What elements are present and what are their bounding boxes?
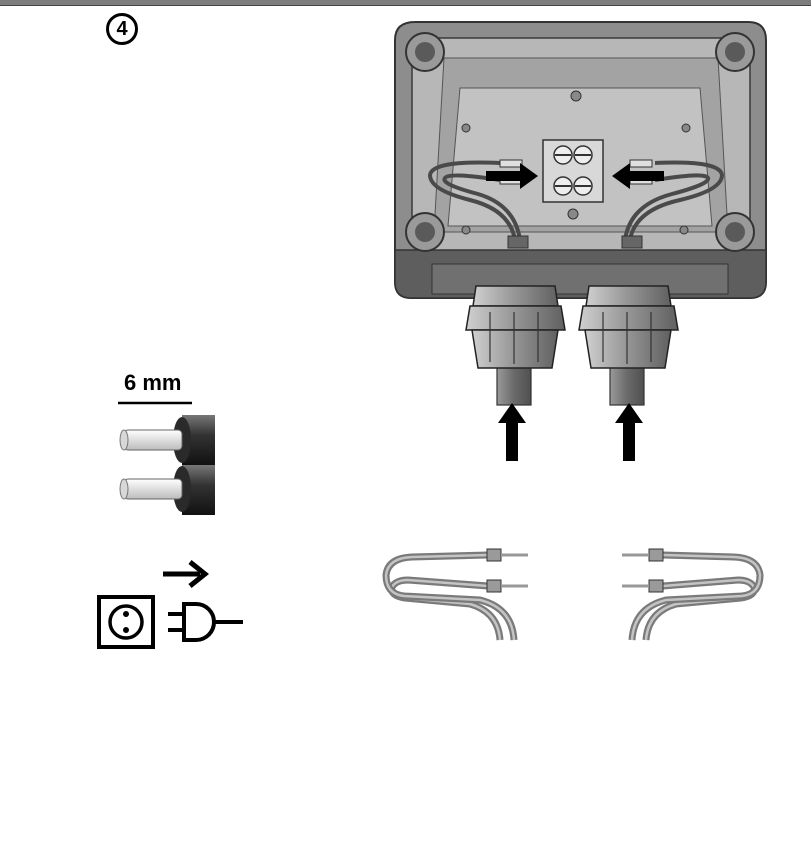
arrow-left-icon <box>612 163 664 189</box>
prepared-cable-right <box>622 548 764 718</box>
arrow-up-icon <box>615 403 643 461</box>
wall-socket-icon <box>97 595 155 649</box>
arrow-right-icon <box>486 163 538 189</box>
step-number-badge: 4 <box>106 13 138 45</box>
step-number: 4 <box>116 18 128 40</box>
terminal-block <box>542 139 604 220</box>
top-rule <box>0 0 811 6</box>
arrow-right-icon <box>163 560 210 588</box>
arrow-up-icon <box>498 403 526 461</box>
strip-length-label: 6 mm <box>124 370 182 395</box>
cable-gland-left <box>465 285 566 406</box>
plug-icon <box>168 602 243 642</box>
unplug-icon <box>97 560 243 649</box>
cable-gland-right <box>578 285 679 406</box>
stripped-cable-illustration <box>119 415 215 515</box>
corner-screw-holes <box>405 32 755 252</box>
prepared-cable-left <box>382 548 528 718</box>
inner-wires <box>427 160 725 241</box>
junction-box <box>394 21 767 299</box>
